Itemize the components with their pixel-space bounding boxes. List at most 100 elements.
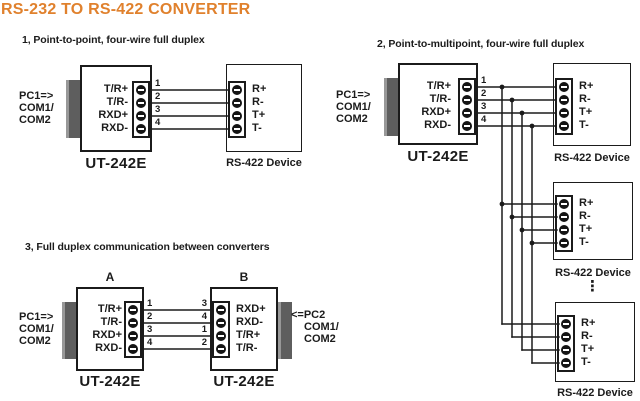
screw-slot <box>218 309 224 311</box>
screw-slot <box>234 128 240 130</box>
com-line: COM2 <box>19 335 51 348</box>
screw-slot <box>464 86 470 88</box>
screw-terminal-icon <box>136 98 146 108</box>
db9-connector <box>66 80 80 138</box>
screw-slot <box>563 336 569 338</box>
screw-terminal-icon <box>462 108 472 118</box>
terminal-block <box>555 195 573 252</box>
pin-label: T+ <box>252 109 266 121</box>
converter-pin-labels: T/R+ T/R- RXD+ RXD- <box>402 80 451 132</box>
com-line: COM1/ <box>336 101 371 114</box>
screw-terminal-icon <box>232 111 242 121</box>
terminal-block <box>132 81 150 138</box>
pin-label: RXD+ <box>98 109 128 121</box>
com-line: COM1/ <box>19 102 54 115</box>
screw-slot <box>464 125 470 127</box>
converter-a-label: A <box>105 270 115 284</box>
wire-number: 1 <box>481 75 487 86</box>
device-name-label: RS-422 Device <box>555 267 631 279</box>
pin-label: RXD- <box>101 122 128 134</box>
wire-number: 1 <box>201 324 207 335</box>
screw-terminal-icon <box>561 345 571 355</box>
com-line: COM2 <box>19 114 51 127</box>
screw-terminal-icon <box>232 124 242 134</box>
terminal-block <box>124 301 142 358</box>
screw-slot <box>130 335 136 337</box>
screw-slot <box>563 362 569 364</box>
pin-label: R- <box>252 96 264 108</box>
pin-label: T- <box>252 122 262 134</box>
screw-terminal-icon <box>559 82 569 92</box>
screw-slot <box>464 112 470 114</box>
pin-label: R- <box>579 93 591 105</box>
pin-label: T/R+ <box>426 80 451 92</box>
screw-slot <box>563 323 569 325</box>
screw-terminal-icon <box>136 85 146 95</box>
screw-slot <box>561 86 567 88</box>
wire-number: 2 <box>201 337 207 348</box>
pin-label: T/R- <box>429 93 451 105</box>
diagram2-caption: 2, Point-to-multipoint, four-wire full d… <box>377 38 585 50</box>
converter-name-label: UT-242E <box>79 373 141 390</box>
pin-label: T/R- <box>100 316 122 328</box>
screw-terminal-icon <box>216 318 226 328</box>
wire-number: 4 <box>201 311 207 322</box>
converter-a-pin-labels: T/R+ T/R- RXD+ RXD- <box>78 303 122 355</box>
pin-label: T- <box>581 356 591 368</box>
pin-label: R+ <box>581 317 596 329</box>
diagram1-pc-label: PC1=> COM1/ COM2 <box>19 90 54 127</box>
wire-number: 2 <box>481 88 487 99</box>
pc-line: PC1=> <box>336 89 371 101</box>
wire-number: 3 <box>155 104 161 115</box>
screw-terminal-icon <box>136 111 146 121</box>
screw-slot <box>563 349 569 351</box>
pc-line: PC1=> <box>19 90 54 102</box>
device-name-label: RS-422 Device <box>226 157 302 169</box>
pin-label: T/R- <box>236 342 258 354</box>
converter-b-pin-labels: RXD+ RXD- T/R+ T/R- <box>236 303 266 355</box>
pin-label: T/R+ <box>97 303 122 315</box>
device-name-label: RS-422 Device <box>557 387 633 399</box>
device-pin-labels: R+ R- T+ T- <box>579 197 593 249</box>
terminal-block <box>557 315 575 372</box>
pin-label: RXD+ <box>236 303 266 315</box>
screw-slot <box>234 89 240 91</box>
pin-label: RXD+ <box>92 329 122 341</box>
screw-terminal-icon <box>559 108 569 118</box>
screw-terminal-icon <box>559 121 569 131</box>
pin-label: RXD- <box>95 342 122 354</box>
screw-slot <box>561 216 567 218</box>
wire-number: 4 <box>481 114 487 125</box>
screw-terminal-icon <box>462 121 472 131</box>
pin-label: RXD- <box>236 316 263 328</box>
terminal-block <box>555 78 573 135</box>
screw-slot <box>218 348 224 350</box>
com-line: COM1/ <box>304 321 339 334</box>
wires-diagram1 <box>149 89 230 130</box>
screw-slot <box>561 242 567 244</box>
screw-terminal-icon <box>128 318 138 328</box>
continuation-ellipsis: ⋮ <box>585 277 600 295</box>
pin-label: T/R+ <box>236 329 261 341</box>
diagram3-pc1-label: PC1=> COM1/ COM2 <box>19 311 54 348</box>
pin-label: R- <box>579 210 591 222</box>
screw-slot <box>464 99 470 101</box>
wire-number: 4 <box>147 337 153 348</box>
screw-terminal-icon <box>559 238 569 248</box>
screw-slot <box>130 322 136 324</box>
screw-terminal-icon <box>128 305 138 315</box>
screw-terminal-icon <box>232 98 242 108</box>
screw-terminal-icon <box>216 331 226 341</box>
device-pin-labels: R+ R- T+ T- <box>252 83 266 135</box>
screw-terminal-icon <box>561 319 571 329</box>
wire-number: 1 <box>147 298 153 309</box>
diagram3-pc2-label: <=PC2 COM1/ COM2 <box>291 309 339 346</box>
screw-terminal-icon <box>559 212 569 222</box>
screw-slot <box>234 115 240 117</box>
db9-connector <box>278 302 292 359</box>
pin-label: RXD- <box>424 119 451 131</box>
wire-number: 2 <box>155 91 161 102</box>
db9-connector <box>384 78 398 136</box>
screw-terminal-icon <box>216 344 226 354</box>
